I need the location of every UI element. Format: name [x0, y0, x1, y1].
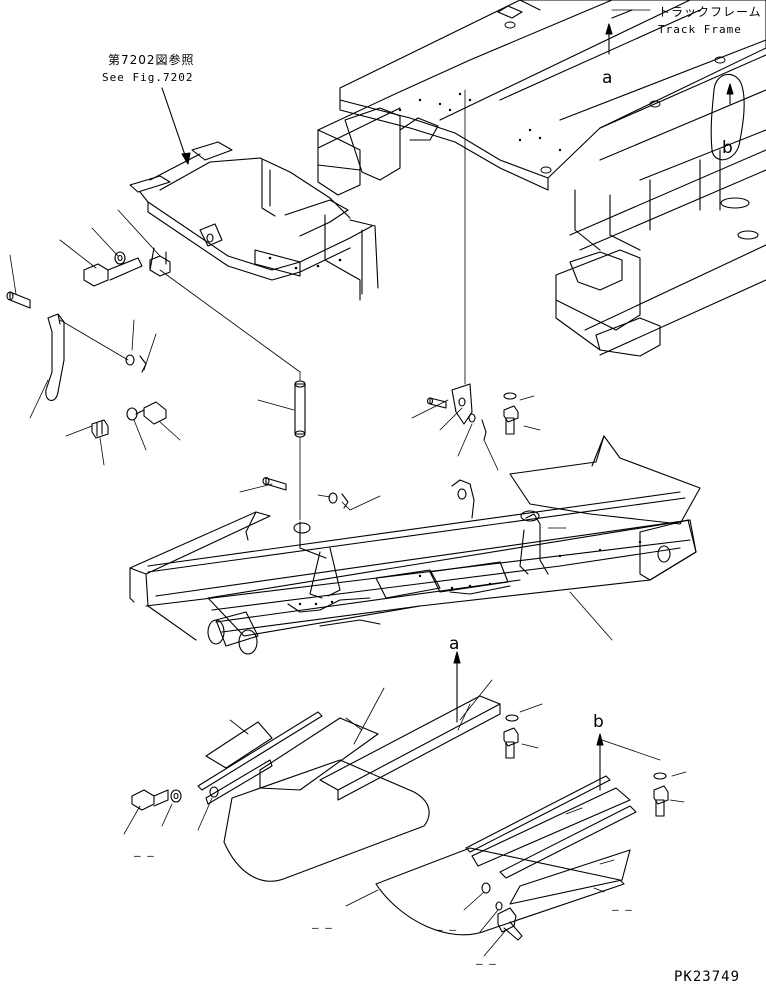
arrow-a-top [606, 10, 650, 54]
part-number-placeholder: – – [476, 957, 496, 970]
track-frame-label-jp: トラックフレーム [658, 5, 762, 19]
see-fig-label-jp: 第7202図参照 [108, 53, 195, 67]
arrow-label-b-top: b [722, 138, 733, 158]
front-bracket [130, 142, 378, 300]
part-number-placeholder: – – [612, 903, 632, 916]
conveyor-body [130, 436, 700, 654]
part-number-placeholder: – – [312, 921, 332, 934]
mid-bracket [412, 90, 540, 470]
part-number-placeholder: – – [436, 923, 456, 936]
see-fig-leader [162, 88, 190, 164]
part-number-placeholder: – – [134, 849, 154, 862]
arrow-label-b-lower: b [593, 712, 604, 732]
drawing-code: PK23749 [674, 969, 741, 985]
track-frame [318, 0, 766, 356]
lower-cover-b [346, 734, 686, 956]
lower-cover-a [124, 652, 542, 881]
track-frame-label-en: Track Frame [658, 23, 742, 36]
arrow-label-a-top: a [602, 68, 613, 88]
arrow-label-a-lower: a [449, 634, 460, 654]
see-fig-label-en: See Fig.7202 [102, 71, 194, 84]
stay-cylinder [295, 372, 305, 520]
left-small-parts [7, 210, 380, 510]
